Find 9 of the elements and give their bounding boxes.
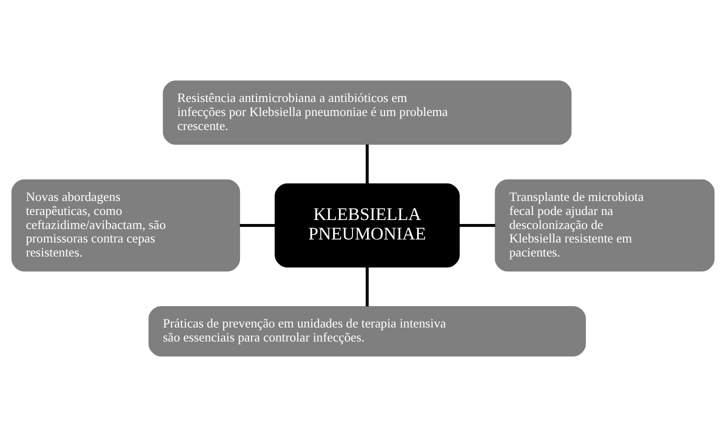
connector [366, 266, 369, 306]
node-box: Práticas de prevenção em unidades de terapia intensiva são essenciais para controlar infecções. [148, 306, 586, 356]
connector [240, 223, 275, 226]
node-box: Novas abordagens terapêuticas, como ceftazidime/avibactam, são promissoras contra cepas resistentes. [11, 178, 240, 271]
connector [460, 223, 496, 226]
node-box: Transplante de microbiota fecal pode ajudar na descolonização de Klebsiella resistente em pacientes. [494, 178, 715, 271]
node-box: KLEBSIELLA PNEUMONIAE [274, 182, 460, 267]
node-box: Resistência antimicrobiana a antibióticos em infecções por Klebsiella pneumoniae é um problema crescente. [162, 80, 572, 144]
connector [366, 144, 369, 184]
